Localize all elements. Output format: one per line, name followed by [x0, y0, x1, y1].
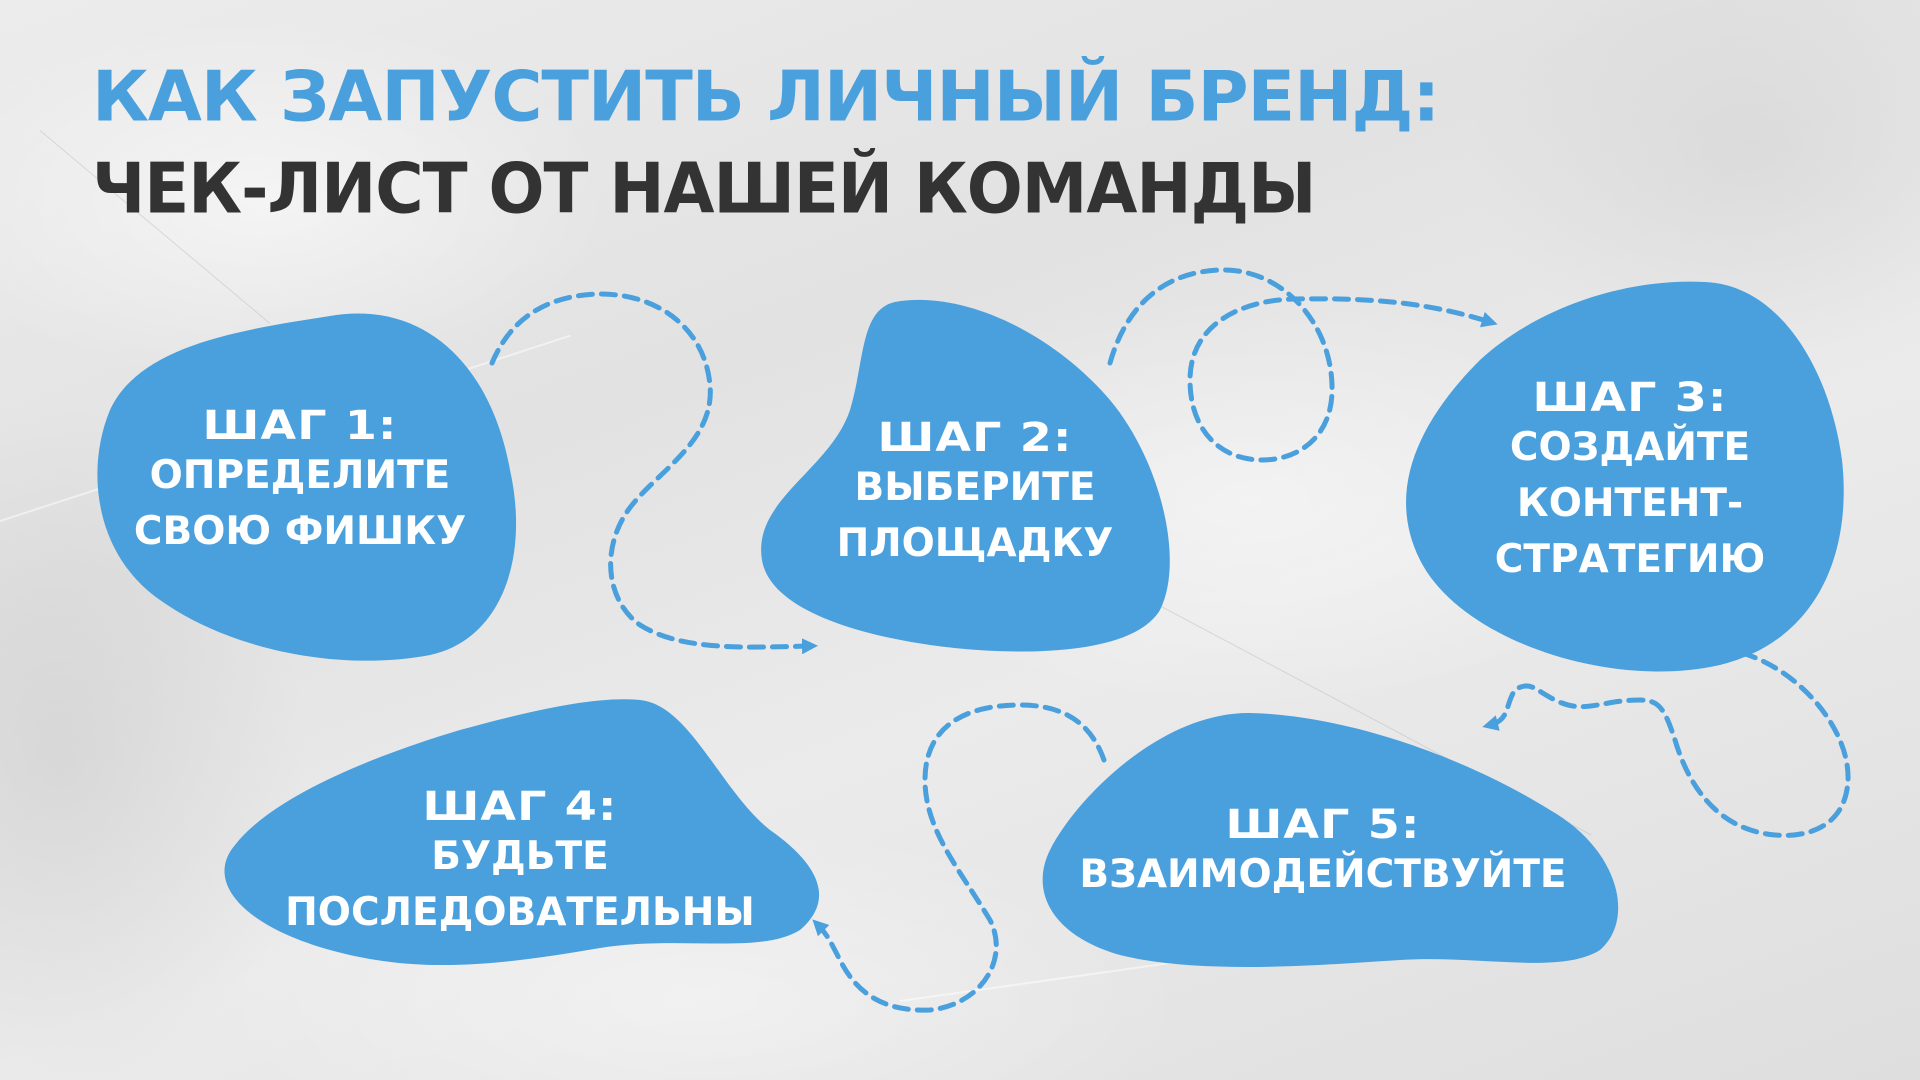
connector-5-to-4	[812, 702, 1107, 1013]
step-1-blob	[97, 313, 517, 661]
step-2-blob	[761, 299, 1170, 652]
step-4-text: ПОСЛЕДОВАТЕЛЬНЫ	[285, 890, 755, 935]
step-3-blob	[1406, 281, 1844, 672]
step-1-label: ШАГ 1:	[202, 403, 398, 449]
step-3-label: ШАГ 3:	[1532, 375, 1728, 421]
step-3-text: КОНТЕНТ-	[1516, 481, 1744, 526]
connector-1-to-2	[489, 291, 818, 655]
step-4-label: ШАГ 4:	[422, 784, 618, 830]
title-line-2: ЧЕК-ЛИСТ ОТ НАШЕЙ КОМАНДЫ	[92, 150, 1316, 230]
step-5-blob	[1042, 712, 1619, 967]
step-5: ШАГ 5: ВЗАИМОДЕЙСТВУЙТЕ	[1079, 803, 1566, 903]
step-5-text: ВЗАИМОДЕЙСТВУЙТЕ	[1079, 852, 1567, 897]
step-4-text: БУДЬТЕ	[431, 834, 609, 879]
step-2-text: ПЛОЩАДКУ	[836, 521, 1114, 566]
connector-2-to-3	[1107, 267, 1498, 463]
step-3-text: СОЗДАЙТЕ	[1509, 425, 1751, 470]
title-line-1: КАК ЗАПУСТИТЬ ЛИЧНЫЙ БРЕНД:	[92, 58, 1440, 138]
step-2-text: ВЫБЕРИТЕ	[854, 465, 1096, 510]
step-1-text: СВОЮ ФИШКУ	[133, 509, 467, 554]
step-1: ШАГ 1: ОПРЕДЕЛИТЕ СВОЮ ФИШКУ	[134, 404, 466, 560]
step-5-label: ШАГ 5:	[1225, 802, 1421, 848]
step-3: ШАГ 3: СОЗДАЙТЕ КОНТЕНТ- СТРАТЕГИЮ	[1495, 376, 1766, 588]
step-2-label: ШАГ 2:	[877, 415, 1073, 461]
connector-3-to-5	[1482, 650, 1851, 838]
step-3-text: СТРАТЕГИЮ	[1494, 537, 1766, 582]
step-2: ШАГ 2: ВЫБЕРИТЕ ПЛОЩАДКУ	[837, 416, 1114, 572]
step-4: ШАГ 4: БУДЬТЕ ПОСЛЕДОВАТЕЛЬНЫ	[285, 785, 755, 941]
step-1-text: ОПРЕДЕЛИТЕ	[149, 453, 451, 498]
step-4-blob	[224, 699, 820, 966]
